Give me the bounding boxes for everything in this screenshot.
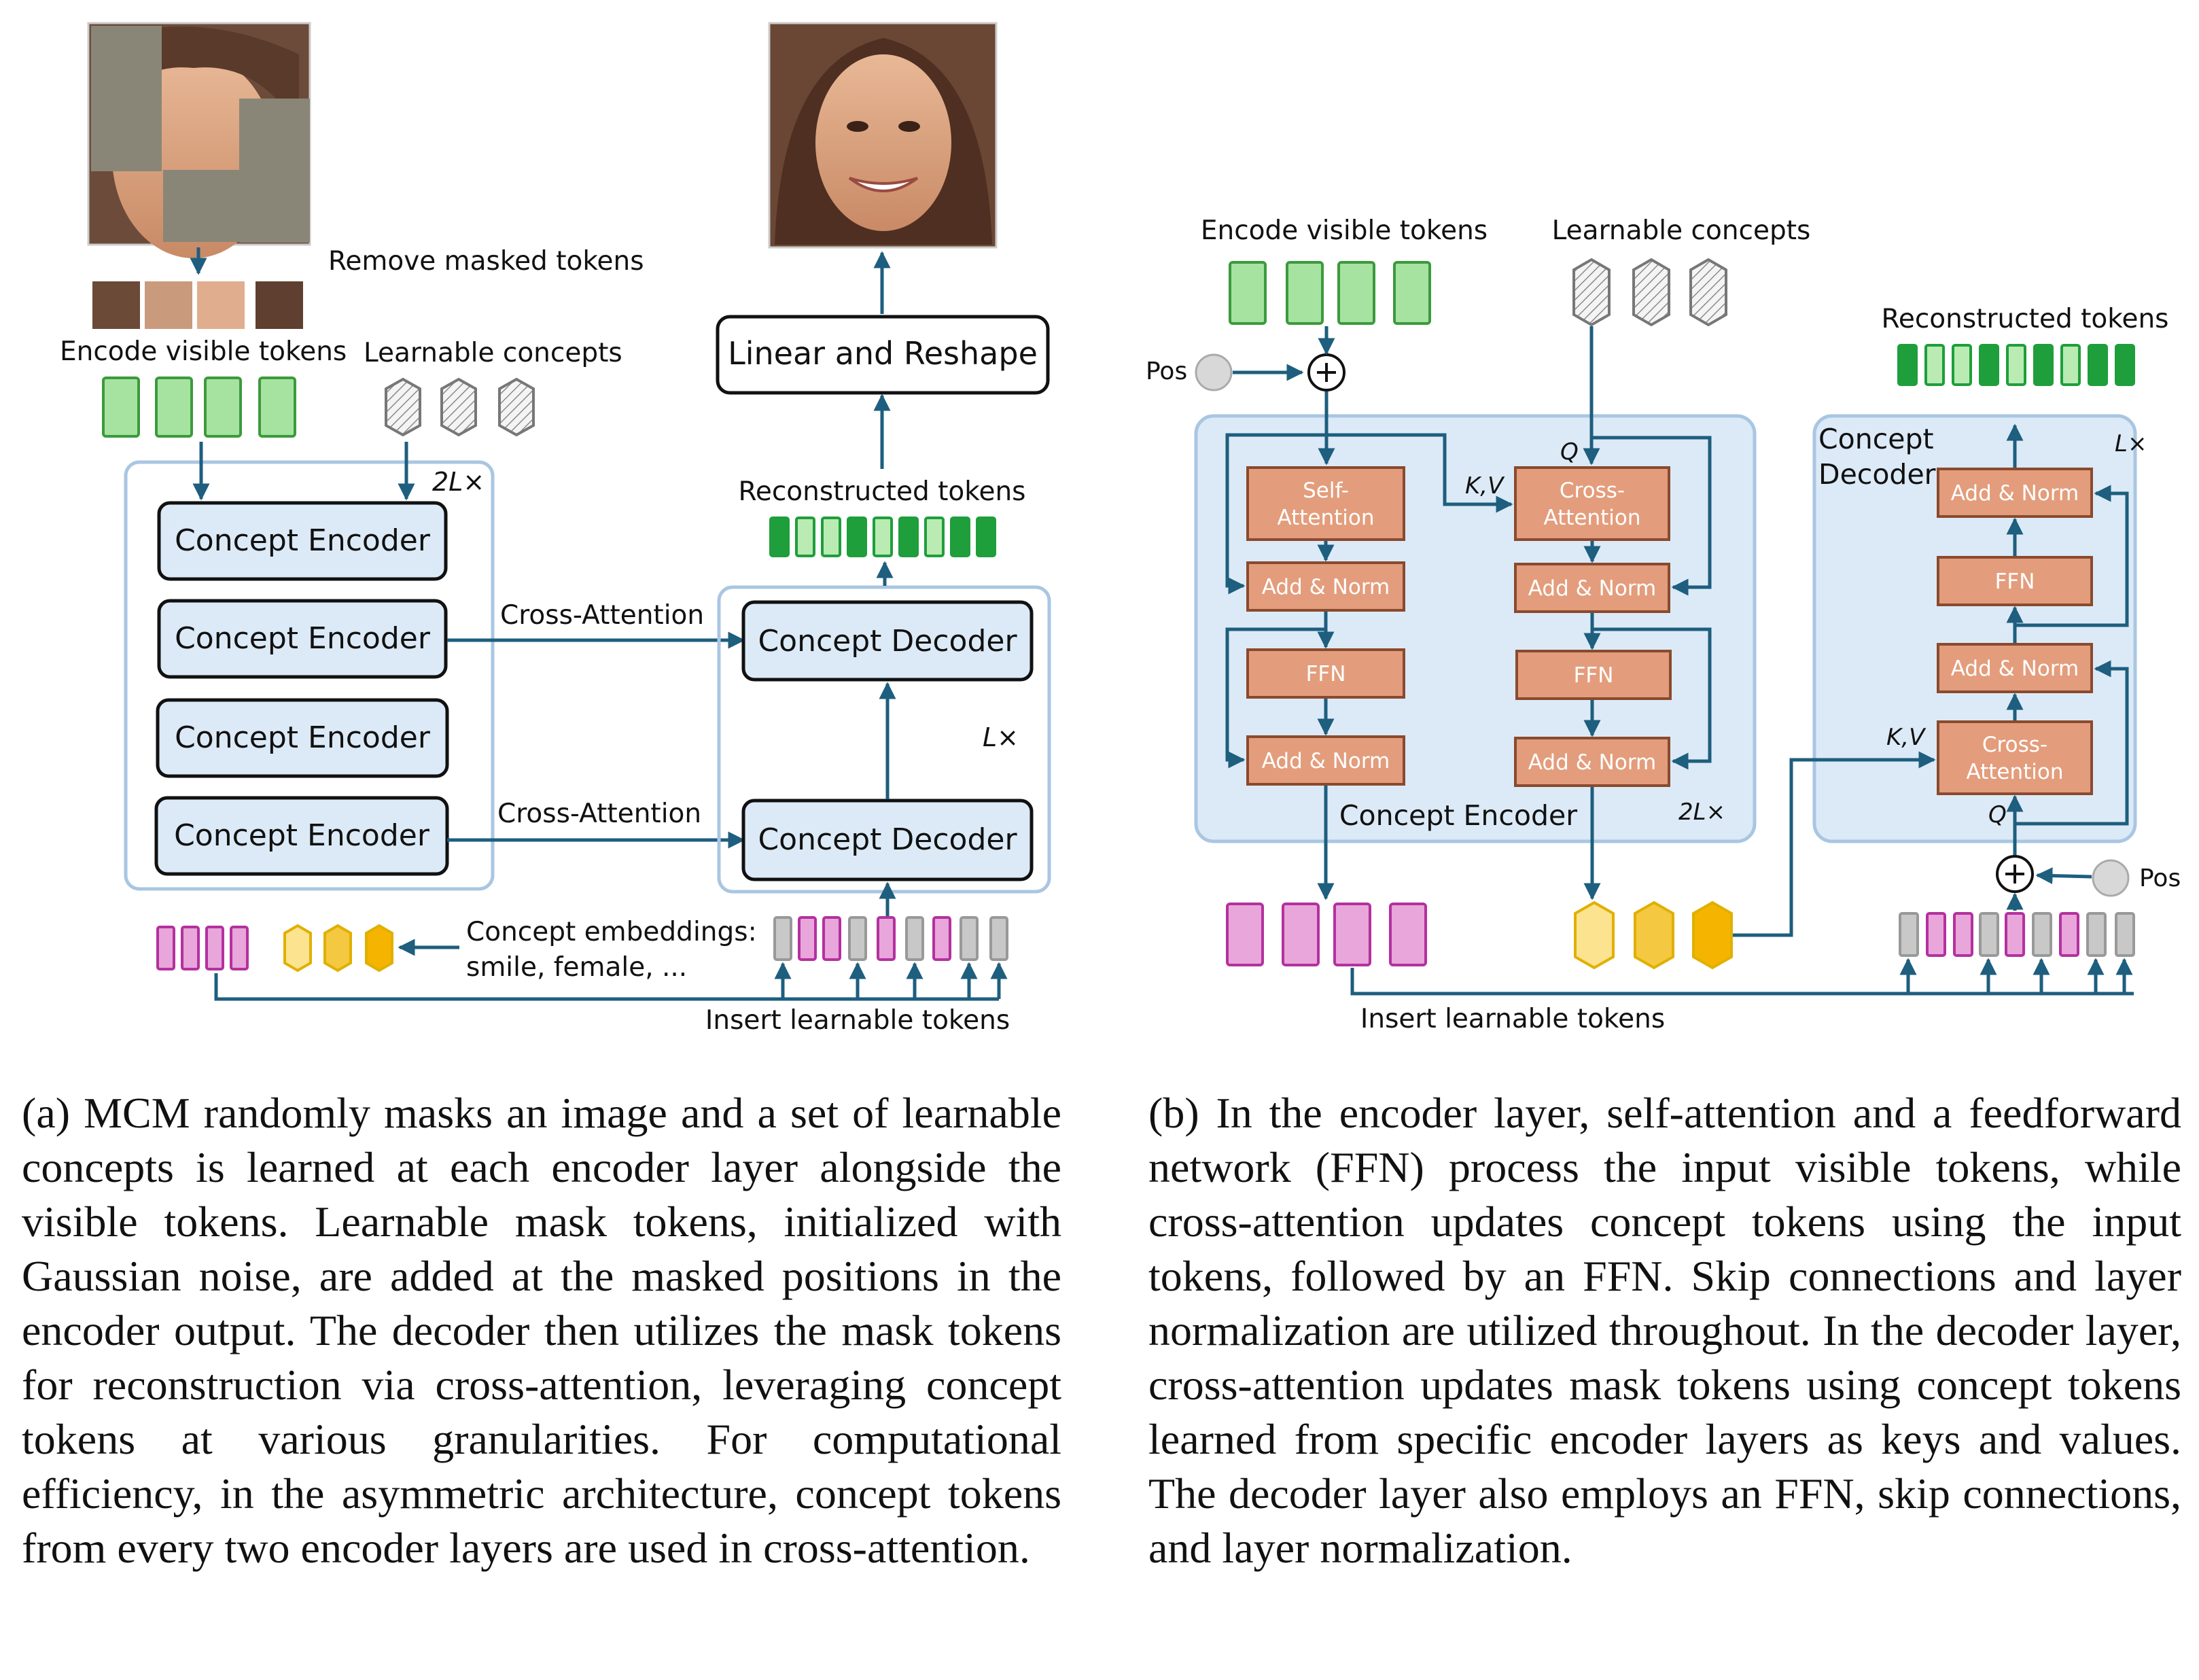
ffn-label: FFN <box>1306 662 1346 686</box>
caption-b: (b) In the encoder layer, self-attention… <box>1148 1089 2181 1572</box>
add-norm-label: Add & Norm <box>1951 481 2079 506</box>
add-norm-label: Add & Norm <box>1262 575 1390 599</box>
cross-attention-label: Cross-Attention <box>497 799 701 829</box>
concept-embedding-hexes <box>283 924 393 973</box>
concept-decoder-box <box>741 799 1034 881</box>
concept-encoder-label: Concept Encoder <box>175 523 431 558</box>
cross-attention-label: Cross-Attention <box>500 600 704 631</box>
encoder-repeat-label: 2L× <box>432 467 485 497</box>
add-norm-label: Add & Norm <box>1528 576 1656 601</box>
reconstructed-tokens <box>1897 344 2135 386</box>
encoder-output-pink-tokens <box>1226 903 1427 966</box>
visible-tokens <box>102 377 296 438</box>
concept-output-hexes <box>1574 900 1733 970</box>
concept-decoder-title: Concept <box>1818 423 1934 455</box>
self-attention-label: Attention <box>1277 506 1374 530</box>
cross-attention-label: Cross- <box>1560 478 1625 503</box>
add-norm-block <box>1246 561 1405 612</box>
concept-decoder-label: Concept Decoder <box>758 822 1017 857</box>
concept-encoder-label: Concept Encoder <box>175 720 431 755</box>
encode-visible-tokens-label: Encode visible tokens <box>60 336 347 367</box>
cross-attention-block <box>1514 466 1670 541</box>
kv-label: K,V <box>1886 724 1927 751</box>
ffn-block <box>1246 648 1405 699</box>
caption-a: (a) MCM randomly masks an image and a se… <box>22 1089 1061 1572</box>
decoder-input-tokens <box>1899 912 2135 957</box>
concept-decoder-box <box>741 600 1034 682</box>
pos-embedding-circle <box>2092 859 2130 897</box>
ffn-label: FFN <box>1574 663 1614 688</box>
learnable-concepts-label: Learnable concepts <box>364 338 622 368</box>
reconstructed-tokens <box>769 517 996 557</box>
encoder-output-pink-tokens <box>156 926 249 970</box>
pos-embedding-circle <box>1195 353 1233 391</box>
add-norm-label: Add & Norm <box>1951 657 2079 681</box>
add-norm-label: Add & Norm <box>1528 750 1656 775</box>
self-attention-block <box>1246 466 1405 541</box>
add-norm-block <box>1937 643 2093 693</box>
panel-a: Remove masked tokens Encode visible toke… <box>60 22 1051 1036</box>
cross-attention-block <box>1937 720 2093 795</box>
panel-b: Encode visible tokens Learnable concepts… <box>1146 215 2181 1034</box>
insert-learnable-tokens-label: Insert learnable tokens <box>705 1005 1010 1036</box>
concept-decoder-title: Decoder <box>1818 458 1936 491</box>
add-norm-block <box>1514 563 1670 613</box>
concept-embeddings-label: Concept embeddings: <box>466 917 757 947</box>
concept-encoder-box <box>156 698 449 778</box>
cross-attention-label: Attention <box>1966 760 2063 784</box>
reconstructed-tokens-label: Reconstructed tokens <box>1882 304 2169 334</box>
learnable-concepts-label: Learnable concepts <box>1552 215 1811 246</box>
cross-attention-label: Attention <box>1543 506 1640 530</box>
concept-encoder-title: Concept Encoder <box>1339 799 1577 832</box>
learnable-concepts-hexes <box>1572 258 1727 327</box>
visible-patches <box>92 281 303 329</box>
add-norm-block <box>1246 735 1405 786</box>
self-attention-label: Self- <box>1303 478 1349 503</box>
concept-embeddings-examples: smile, female, ... <box>466 952 687 983</box>
cross-attention-label: Cross- <box>1982 733 2047 757</box>
add-norm-label: Add & Norm <box>1262 749 1390 773</box>
ffn-label: FFN <box>1995 570 2035 594</box>
kv-label: K,V <box>1465 472 1505 500</box>
decoder-repeat-label: L× <box>2115 430 2147 457</box>
pos-label: Pos <box>2139 864 2181 892</box>
masked-input-image <box>87 22 311 258</box>
reconstructed-tokens-label: Reconstructed tokens <box>739 476 1026 507</box>
add-norm-block <box>1937 468 2093 518</box>
concept-encoder-box <box>157 599 448 679</box>
concept-decoder-label: Concept Decoder <box>758 624 1017 659</box>
ffn-block <box>1515 650 1672 700</box>
q-label: Q <box>1560 438 1579 466</box>
encoder-repeat-label: 2L× <box>1678 799 1725 826</box>
reconstructed-image <box>768 22 998 249</box>
concept-encoder-box <box>157 501 448 581</box>
insert-learnable-tokens-label: Insert learnable tokens <box>1360 1004 1665 1034</box>
encode-visible-tokens-label: Encode visible tokens <box>1201 215 1488 246</box>
learnable-concepts-hexes <box>385 377 535 437</box>
visible-tokens <box>1229 261 1431 325</box>
pos-label: Pos <box>1146 357 1187 385</box>
decoder-repeat-label: L× <box>983 722 1019 752</box>
add-position-icon <box>1307 353 1345 391</box>
decoder-input-tokens <box>773 916 1008 961</box>
q-label: Q <box>1988 801 2007 828</box>
linear-reshape-label: Linear and Reshape <box>728 335 1038 372</box>
linear-reshape-box <box>716 315 1050 395</box>
add-position-icon <box>1996 855 2034 893</box>
remove-masked-tokens-label: Remove masked tokens <box>328 246 644 277</box>
concept-encoder-label: Concept Encoder <box>175 621 431 656</box>
concept-encoder-box <box>154 796 449 876</box>
add-norm-block <box>1514 737 1670 787</box>
architecture-diagram: Remove masked tokens Encode visible toke… <box>60 22 2181 1036</box>
ffn-block <box>1937 556 2093 606</box>
concept-encoder-label: Concept Encoder <box>174 818 430 853</box>
encoder-stack-container <box>124 460 495 891</box>
